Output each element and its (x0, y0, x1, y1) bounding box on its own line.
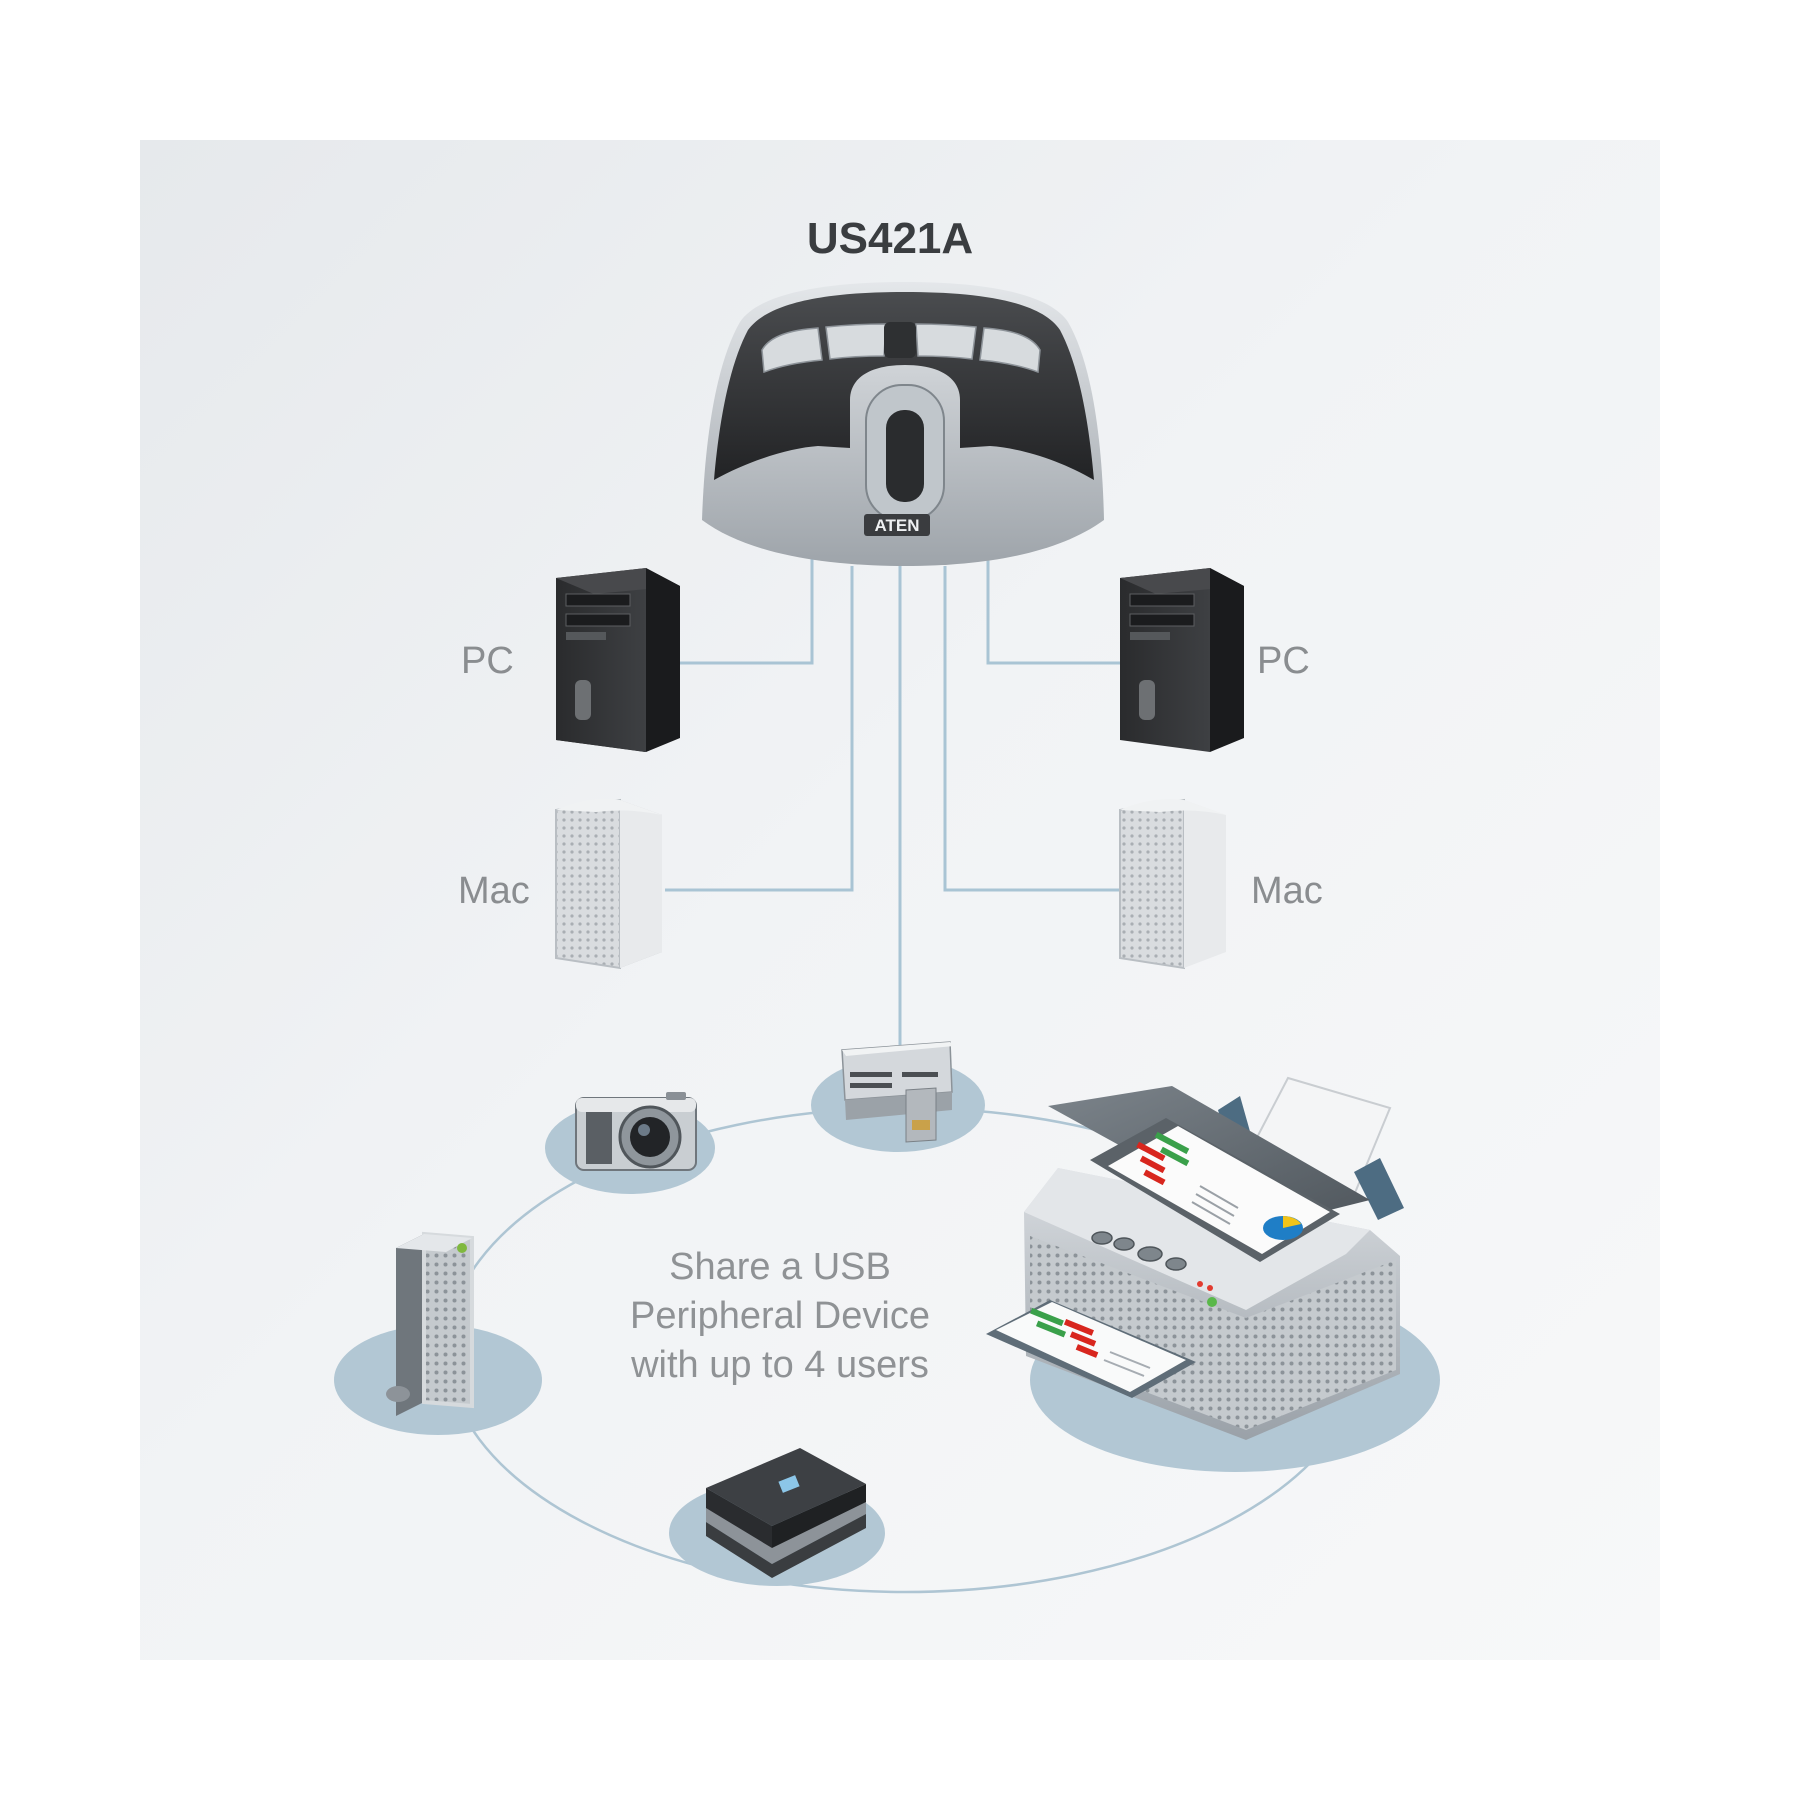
cable-left-mac (665, 566, 854, 892)
caption-line-3: with up to 4 users (631, 1344, 929, 1386)
mac-tower-right (1119, 798, 1226, 970)
mac-tower-left (555, 798, 662, 970)
device-logo-text: ATEN (874, 516, 919, 535)
cable-right-pc (986, 548, 1120, 665)
pc-tower-left (556, 568, 680, 752)
cable-right-mac (943, 566, 1122, 892)
caption-line-2: Peripheral Device (630, 1295, 930, 1337)
usb-switch-device: ATEN (702, 282, 1104, 566)
pc-left-label: PC (461, 640, 514, 682)
mac-right-label: Mac (1251, 870, 1323, 912)
multifunction-printer-icon (986, 1076, 1404, 1440)
flatbed-scanner-icon (706, 1448, 866, 1578)
port-select-buttons (761, 323, 1041, 374)
printer-control-panel (1091, 1231, 1187, 1271)
product-title: US421A (806, 214, 974, 263)
card-reader-icon (841, 1041, 954, 1143)
mac-left-label: Mac (458, 870, 530, 912)
share-caption: Share a USB Peripheral Device with up to… (579, 1243, 981, 1390)
pc-tower-right (1120, 568, 1244, 752)
cable-left-pc (680, 548, 814, 665)
pc-right-label: PC (1257, 640, 1310, 682)
external-hard-drive-icon (386, 1231, 474, 1416)
digital-camera-icon (575, 1092, 697, 1171)
caption-line-1: Share a USB (669, 1246, 891, 1288)
connection-lines (665, 548, 1122, 1047)
